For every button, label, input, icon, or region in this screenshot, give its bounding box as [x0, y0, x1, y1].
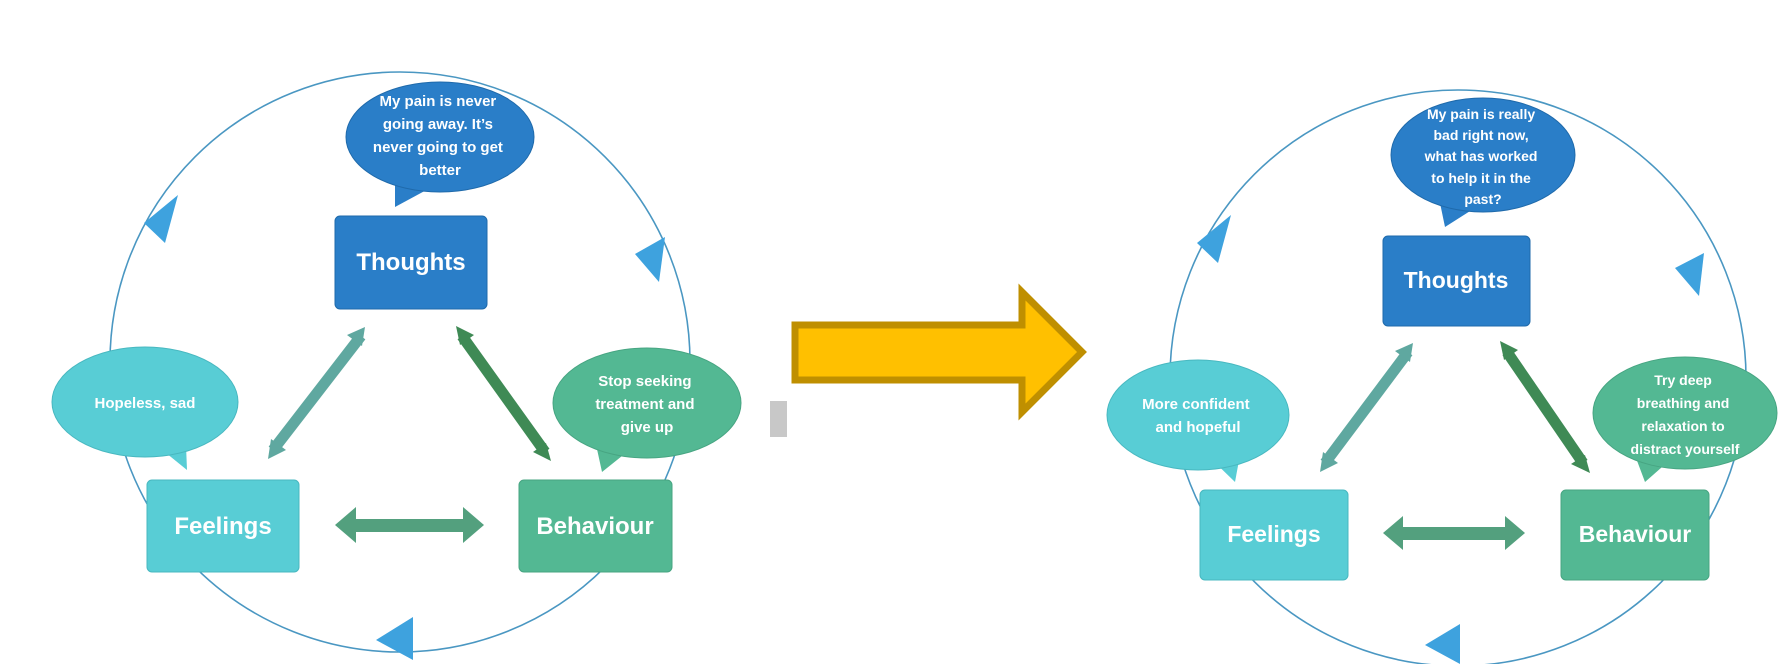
- left-behaviour-line-1: Stop seeking: [598, 373, 691, 390]
- left-thoughts-box: Thoughts: [334, 215, 488, 310]
- left-arrowhead-feelings-side: [335, 507, 356, 543]
- left-behaviour-bubble: Stop seeking treatment and give up: [552, 347, 742, 472]
- left-thought-line-4: better: [419, 162, 461, 179]
- right-behaviour-line-4: distract yourself: [1631, 441, 1740, 457]
- right-thought-line-4: to help it in the: [1431, 170, 1531, 186]
- left-feeling-bubble: Hopeless, sad: [51, 346, 239, 470]
- left-behaviour-box: Behaviour: [518, 479, 673, 573]
- left-feeling-line-1: Hopeless, sad: [95, 395, 196, 412]
- left-arrow-feelings-behaviour-shaft: [350, 519, 470, 532]
- right-arrow-thoughts-feelings: [1320, 348, 1413, 467]
- left-thought-line-1: My pain is never: [380, 93, 497, 110]
- right-feeling-line-1: More confident: [1142, 396, 1250, 413]
- right-behaviour-line-1: Try deep: [1654, 372, 1712, 388]
- left-feelings-box: Feelings: [146, 479, 300, 573]
- right-behaviour-label: Behaviour: [1579, 521, 1692, 547]
- svg-text:Try deep breathing and: Try deep breathing and relaxation to dis…: [1631, 372, 1740, 457]
- right-thought-line-3: what has worked: [1424, 148, 1538, 164]
- right-arrowhead-feelings-end: [1320, 452, 1338, 472]
- left-arrow-thoughts-feelings: [268, 332, 366, 454]
- left-thought-bubble: My pain is never going away. It’s never …: [345, 81, 535, 207]
- right-cycle-arrowhead-top-right: [1675, 253, 1704, 296]
- right-thoughts-box: Thoughts: [1382, 235, 1531, 327]
- left-cycle-arrowhead-bottom: [376, 617, 413, 660]
- right-arrowhead-behaviour-side: [1505, 516, 1525, 550]
- right-behaviour-line-2: breathing and: [1637, 395, 1730, 411]
- svg-text:My pain is really bad: My pain is really bad right now, what ha…: [1424, 106, 1542, 207]
- right-feeling-bubble: More confident and hopeful: [1106, 359, 1290, 482]
- right-behaviour-bubble: Try deep breathing and relaxation to dis…: [1592, 356, 1778, 482]
- right-arrowhead-feelings-side: [1383, 516, 1403, 550]
- svg-text:More confident and hop: More confident and hopeful: [1142, 396, 1254, 436]
- left-arrow-thoughts-behaviour: [457, 332, 550, 456]
- left-arrowhead-feelings-end: [268, 439, 286, 459]
- left-thought-line-3: never going to get: [373, 139, 503, 156]
- right-behaviour-line-3: relaxation to: [1641, 418, 1724, 434]
- left-arrowhead-behaviour-end: [533, 443, 551, 461]
- svg-text:Hopeless, sad: Hopeless, sad: [95, 395, 196, 412]
- left-arrowhead-behaviour-side: [463, 507, 484, 543]
- left-behaviour-line-2: treatment and: [595, 396, 694, 413]
- right-thought-line-2: bad right now,: [1433, 127, 1528, 143]
- transition-arrow: [791, 283, 1087, 421]
- right-cycle-arrowhead-top-left: [1197, 215, 1231, 263]
- left-cycle: My pain is never going away. It’s never …: [51, 71, 742, 660]
- right-cycle-arrowhead-bottom: [1425, 624, 1460, 664]
- left-arrowhead-thoughts-end: [347, 327, 365, 346]
- right-arrowhead-behaviour-end: [1571, 455, 1590, 473]
- right-thought-bubble: My pain is really bad right now, what ha…: [1390, 97, 1576, 227]
- left-behaviour-label: Behaviour: [536, 513, 653, 540]
- right-arrowhead-thoughts-end-2: [1500, 341, 1518, 360]
- right-behaviour-box: Behaviour: [1560, 489, 1710, 581]
- right-feelings-box: Feelings: [1199, 489, 1349, 581]
- right-arrow-thoughts-behaviour: [1502, 348, 1588, 467]
- left-thoughts-label: Thoughts: [356, 249, 465, 276]
- right-cycle: My pain is really bad right now, what ha…: [1106, 89, 1778, 664]
- left-arrowhead-thoughts-end-2: [456, 326, 474, 345]
- left-feelings-label: Feelings: [174, 513, 271, 540]
- right-arrow-feelings-behaviour-shaft: [1397, 527, 1511, 540]
- right-thought-line-1: My pain is really: [1427, 106, 1535, 122]
- left-thought-line-2: going away. It’s: [383, 116, 493, 133]
- left-behaviour-line-3: give up: [621, 419, 674, 436]
- divider-handle: [770, 401, 787, 437]
- left-cycle-arrowhead-top-right: [635, 237, 665, 282]
- svg-text:Stop seeking treatment: Stop seeking treatment and give up: [595, 373, 698, 436]
- right-thought-line-5: past?: [1464, 191, 1501, 207]
- right-thoughts-label: Thoughts: [1404, 267, 1509, 293]
- svg-text:My pain is never going: My pain is never going away. It’s never …: [373, 93, 507, 179]
- left-cycle-arrowhead-top-left: [144, 195, 178, 243]
- right-feelings-label: Feelings: [1227, 521, 1320, 547]
- right-feeling-line-2: and hopeful: [1156, 419, 1241, 436]
- right-arrowhead-thoughts-end: [1395, 343, 1413, 362]
